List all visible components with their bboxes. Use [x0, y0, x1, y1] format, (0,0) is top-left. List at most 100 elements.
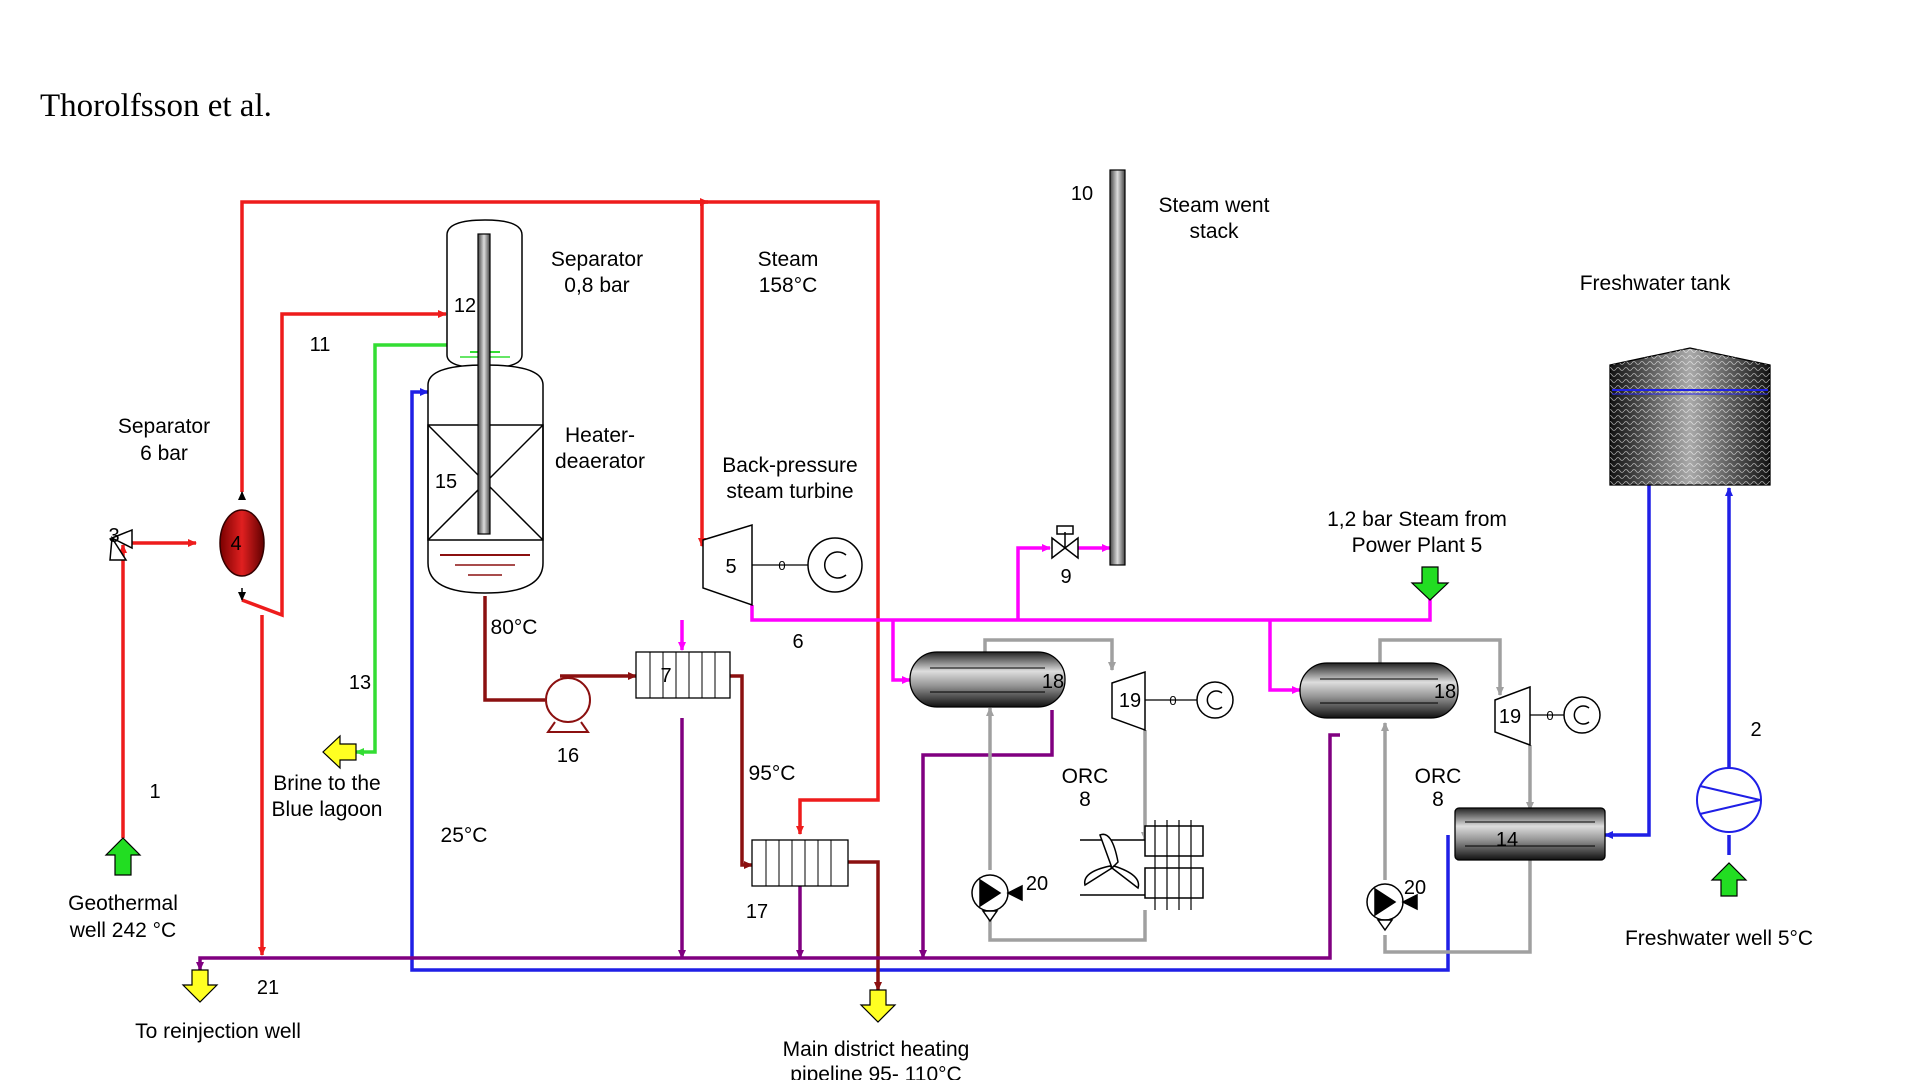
stream-number: 20 — [1026, 873, 1048, 895]
geothermal-inlet-arrow — [104, 837, 142, 876]
label-orc-2: 8 — [1432, 788, 1444, 811]
label-geothermal-well: Geothermal — [68, 892, 178, 915]
stream-number: 5 — [725, 556, 736, 578]
orc-evaporator-18b — [1299, 662, 1459, 719]
pipe-hx7-to-hx17 — [730, 674, 753, 869]
author-header: Thorolfsson et al. — [40, 88, 272, 124]
stream-number: 20 — [1404, 877, 1426, 899]
label-separator-08bar: Separator — [551, 248, 643, 271]
label-steam: Steam — [758, 248, 819, 271]
stream-number: 13 — [349, 672, 371, 694]
steam-stack — [1109, 169, 1126, 566]
orc2-loop-bottom — [1383, 860, 1532, 954]
pipe-steam-main — [240, 200, 880, 835]
label-steam-turbine: steam turbine — [726, 480, 853, 503]
label-geothermal-well: well 242 °C — [69, 919, 176, 942]
orc2-loop-top — [1378, 638, 1504, 696]
freshwater-pump-2 — [1696, 767, 1762, 833]
heat-exchanger-14 — [1454, 807, 1606, 861]
orc-turbine-19a — [1111, 670, 1234, 732]
stream-number: 3 — [108, 525, 119, 547]
orc-turbine-19b — [1494, 685, 1601, 747]
label-separator-6bar: 6 bar — [140, 442, 188, 465]
orc-pump-20a — [971, 874, 1023, 923]
label-pp5-steam: 1,2 bar Steam from — [1327, 508, 1507, 531]
stream-number: 1 — [149, 781, 160, 803]
heater-deaerator — [427, 233, 544, 594]
pp5-steam-inlet-arrow — [1410, 566, 1450, 601]
shaft-mark: 0 — [1546, 708, 1553, 723]
label-orc-1: ORC — [1062, 765, 1109, 788]
pipe-lp-to-valve9 — [1016, 544, 1051, 620]
stream-number: 18 — [1042, 671, 1064, 693]
separator-6bar — [219, 509, 265, 577]
orc-evaporator-18a — [909, 651, 1066, 708]
blue-lagoon-outlet-arrow — [322, 734, 357, 770]
label-steam-turbine: Back-pressure — [722, 454, 857, 477]
label-temp-80: 80°C — [491, 616, 538, 639]
district-heating-outlet-arrow — [859, 989, 897, 1023]
shaft-mark: 0 — [778, 558, 785, 573]
freshwater-tank — [1609, 347, 1771, 486]
stream-number: 12 — [454, 295, 476, 317]
reinjection-outlet-arrow — [181, 969, 219, 1003]
freshwater-well-inlet-arrow — [1710, 862, 1748, 897]
throttle-valve-3 — [109, 528, 133, 561]
label-brine-lagoon: Brine to the — [273, 772, 380, 795]
label-district-heating: pipeline 95- 110°C — [790, 1063, 961, 1080]
stream-number: 16 — [557, 745, 579, 767]
stream-number: 17 — [746, 901, 768, 923]
stream-number: 11 — [310, 334, 331, 356]
stream-number: 4 — [230, 533, 241, 555]
label-freshwater-tank: Freshwater tank — [1580, 272, 1731, 295]
label-steam-vent: Steam went — [1159, 194, 1270, 217]
stream-number: 19 — [1119, 690, 1141, 712]
pipe-return-orc1 — [919, 710, 1054, 959]
label-brine-lagoon: Blue lagoon — [272, 798, 383, 821]
condensate-pump-16 — [545, 677, 591, 733]
orc-pump-20b — [1366, 883, 1418, 932]
label-district-heating: Main district heating — [783, 1038, 970, 1061]
pipe-freshwater-main — [1604, 485, 1651, 839]
label-orc-1: 8 — [1079, 788, 1091, 811]
stream-number: 10 — [1071, 183, 1093, 205]
label-orc-2: ORC — [1415, 765, 1462, 788]
label-pp5-steam: Power Plant 5 — [1352, 534, 1483, 557]
label-steam: 158°C — [759, 274, 818, 297]
label-separator-08bar: 0,8 bar — [564, 274, 629, 297]
stream-number: 7 — [660, 665, 671, 687]
stream-number: 19 — [1499, 706, 1521, 728]
heat-exchanger-7 — [635, 651, 731, 699]
stream-number: 18 — [1434, 681, 1456, 703]
label-heater-deaerator: Heater- — [565, 424, 635, 447]
pipe-freshwater-14-out — [410, 388, 1450, 972]
stream-number: 14 — [1496, 829, 1518, 851]
pipe-brine-11 — [241, 310, 447, 618]
air-cooled-condenser — [1080, 820, 1204, 910]
label-temp-95: 95°C — [749, 762, 796, 785]
stream-number: 21 — [257, 977, 279, 999]
stream-number: 2 — [1750, 719, 1761, 741]
pipe-hx17-to-dh — [848, 860, 882, 991]
pipe-lp-steam-6 — [750, 598, 1432, 622]
label-reinjection-well: To reinjection well — [135, 1020, 301, 1043]
orc1-loop-bottom — [988, 910, 1147, 942]
shaft-mark: 0 — [1169, 693, 1176, 708]
stream-number: 9 — [1060, 566, 1071, 588]
pipe-condensate-80 — [483, 596, 545, 702]
label-steam-vent: stack — [1189, 220, 1239, 243]
label-freshwater-well: Freshwater well 5°C — [1625, 927, 1813, 950]
stream-number: 15 — [435, 471, 457, 493]
pipe-lp-to-orc1 — [891, 620, 911, 684]
label-separator-6bar: Separator — [118, 415, 210, 438]
label-heater-deaerator: deaerator — [555, 450, 645, 473]
label-temp-25: 25°C — [441, 824, 488, 847]
vent-valve-9 — [1051, 525, 1079, 560]
steam-turbine-5 — [702, 523, 863, 607]
pipe-return-main — [196, 733, 1340, 971]
heat-exchanger-17 — [751, 839, 849, 887]
pipe-lp-to-orc2 — [1268, 620, 1301, 694]
stream-number: 6 — [792, 631, 803, 653]
